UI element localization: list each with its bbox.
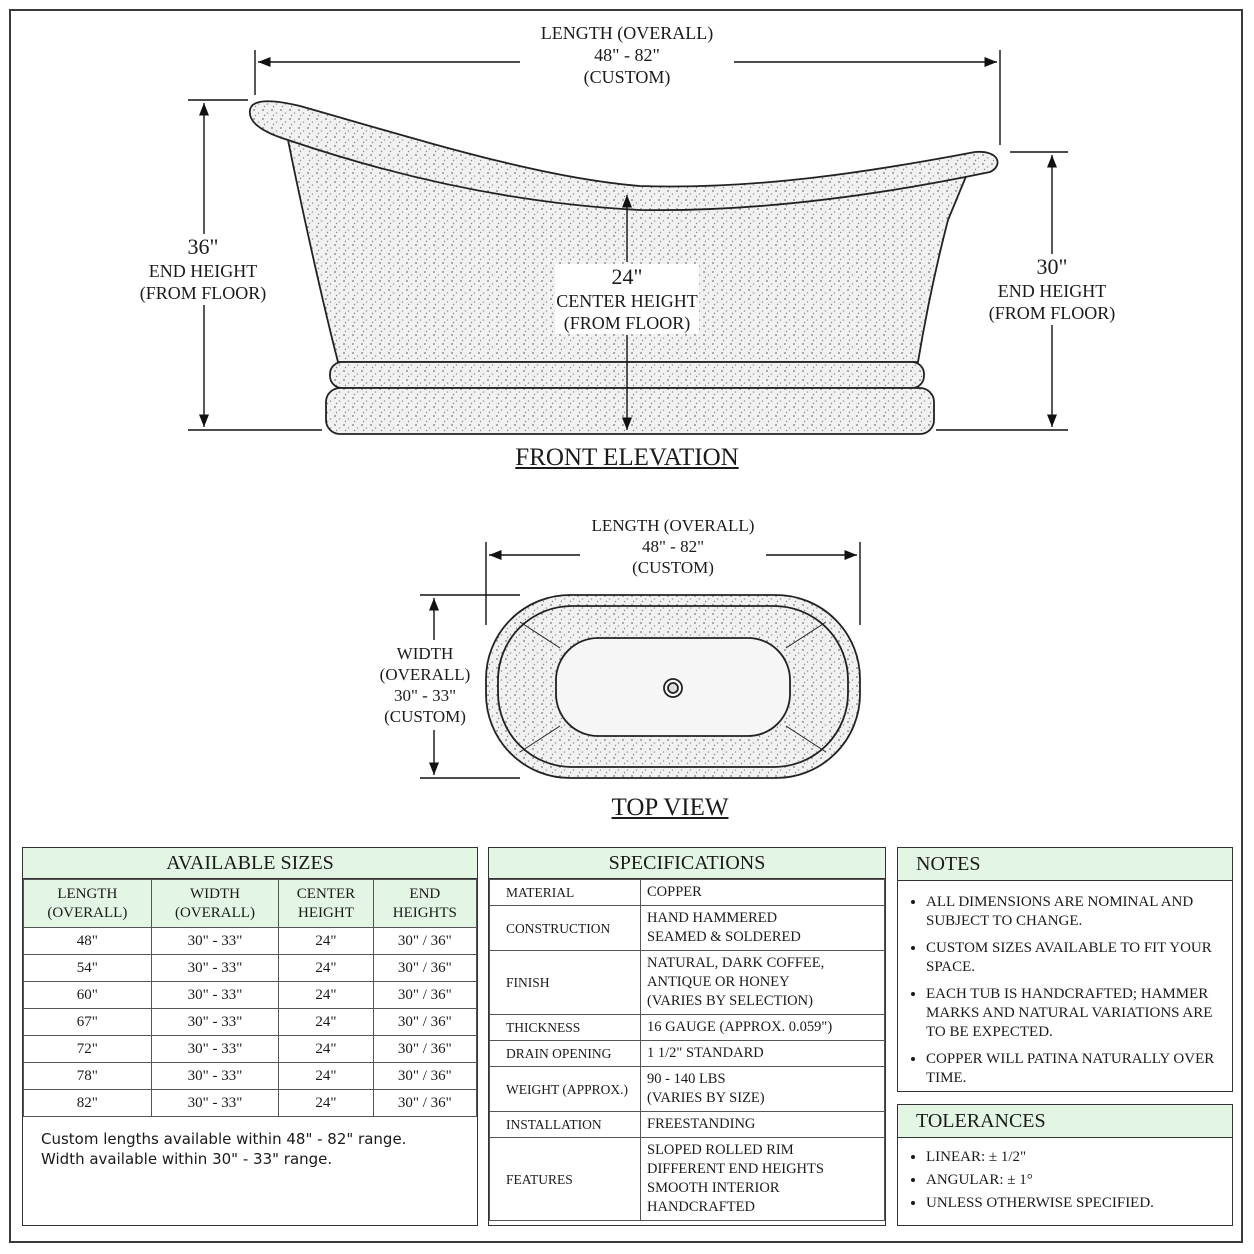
left-end-height-text: END HEIGHT xyxy=(148,261,258,281)
notes-panel: NOTES ALL DIMENSIONS ARE NOMINAL AND SUB… xyxy=(897,847,1233,1092)
list-item: COPPER WILL PATINA NATURALLY OVER TIME. xyxy=(926,1050,1218,1088)
top-length-title: LENGTH (OVERALL) xyxy=(591,516,755,535)
right-end-height-text: END HEIGHT xyxy=(997,281,1107,301)
table-row: 54"30" - 33"24"30" / 36" xyxy=(23,954,478,982)
list-item: EACH TUB IS HANDCRAFTED; HAMMER MARKS AN… xyxy=(926,985,1218,1042)
spec-row: WEIGHT (APPROX.)90 - 140 LBS(VARIES BY S… xyxy=(489,1066,885,1112)
center-height-label: 24" CENTER HEIGHT (FROM FLOOR) xyxy=(555,264,699,334)
list-item: LINEAR: ± 1/2" xyxy=(926,1148,1232,1167)
table-row: 72"30" - 33"24"30" / 36" xyxy=(23,1035,478,1063)
center-height-text: CENTER HEIGHT xyxy=(556,291,698,311)
sizes-note-length: Custom lengths available within 48" - 82… xyxy=(41,1130,407,1148)
list-item: ALL DIMENSIONS ARE NOMINAL AND SUBJECT T… xyxy=(926,893,1218,931)
table-row: 67"30" - 33"24"30" / 36" xyxy=(23,1008,478,1036)
col-length: LENGTH(OVERALL) xyxy=(23,879,152,928)
right-end-height-value: 30" xyxy=(1036,254,1068,279)
front-length-label: LENGTH (OVERALL) 48" - 82" (CUSTOM) xyxy=(520,22,734,88)
tolerances-list: LINEAR: ± 1/2" ANGULAR: ± 1° UNLESS OTHE… xyxy=(898,1148,1232,1213)
tolerances-panel: TOLERANCES LINEAR: ± 1/2" ANGULAR: ± 1° … xyxy=(897,1104,1233,1226)
table-row: 48"30" - 33"24"30" / 36" xyxy=(23,927,478,955)
top-view-title: TOP VIEW xyxy=(611,794,729,821)
available-sizes-title: AVAILABLE SIZES xyxy=(23,848,477,879)
top-width-sub: (OVERALL) xyxy=(379,665,471,684)
notes-list: ALL DIMENSIONS ARE NOMINAL AND SUBJECT T… xyxy=(898,893,1232,1088)
front-dimensions xyxy=(188,50,1068,431)
tolerances-title: TOLERANCES xyxy=(898,1105,1232,1138)
front-elevation-title: FRONT ELEVATION xyxy=(515,444,739,471)
page-frame xyxy=(9,9,1243,1243)
top-width-custom: (CUSTOM) xyxy=(384,707,466,726)
list-item: UNLESS OTHERWISE SPECIFIED. xyxy=(926,1194,1232,1213)
top-length-custom: (CUSTOM) xyxy=(632,558,714,577)
top-length-label: LENGTH (OVERALL) 48" - 82" (CUSTOM) xyxy=(582,515,764,578)
list-item: CUSTOM SIZES AVAILABLE TO FIT YOUR SPACE… xyxy=(926,939,1218,977)
left-end-height-label: 36" END HEIGHT (FROM FLOOR) xyxy=(130,234,276,304)
right-end-height-sub: (FROM FLOOR) xyxy=(988,303,1116,323)
front-length-range: 48" - 82" xyxy=(594,45,660,65)
top-view-tub xyxy=(485,594,861,779)
available-sizes-panel: AVAILABLE SIZES LENGTH(OVERALL) WIDTH(OV… xyxy=(22,847,478,1226)
sizes-footnote: Custom lengths available within 48" - 82… xyxy=(23,1117,477,1169)
top-width-title: WIDTH xyxy=(396,644,454,663)
top-dimensions xyxy=(420,542,861,779)
notes-title: NOTES xyxy=(898,848,1232,881)
top-length-range: 48" - 82" xyxy=(641,537,705,556)
col-width: WIDTH(OVERALL) xyxy=(150,879,280,928)
specifications-title: SPECIFICATIONS xyxy=(489,848,885,879)
left-end-height-value: 36" xyxy=(187,234,219,259)
top-width-label: WIDTH (OVERALL) 30" - 33" (CUSTOM) xyxy=(370,643,480,727)
right-end-height-label: 30" END HEIGHT (FROM FLOOR) xyxy=(982,254,1122,324)
left-end-height-sub: (FROM FLOOR) xyxy=(139,283,267,303)
front-length-custom: (CUSTOM) xyxy=(583,67,671,87)
sizes-note-width: Width available within 30" - 33" range. xyxy=(41,1150,333,1168)
center-height-sub: (FROM FLOOR) xyxy=(563,313,691,333)
top-width-range: 30" - 33" xyxy=(393,686,457,705)
table-row: 82"30" - 33"24"30" / 36" xyxy=(23,1089,478,1117)
table-row: 78"30" - 33"24"30" / 36" xyxy=(23,1062,478,1090)
center-height-value: 24" xyxy=(611,264,643,289)
list-item: ANGULAR: ± 1° xyxy=(926,1171,1232,1190)
front-length-title: LENGTH (OVERALL) xyxy=(540,23,714,43)
table-row: 60"30" - 33"24"30" / 36" xyxy=(23,981,478,1009)
